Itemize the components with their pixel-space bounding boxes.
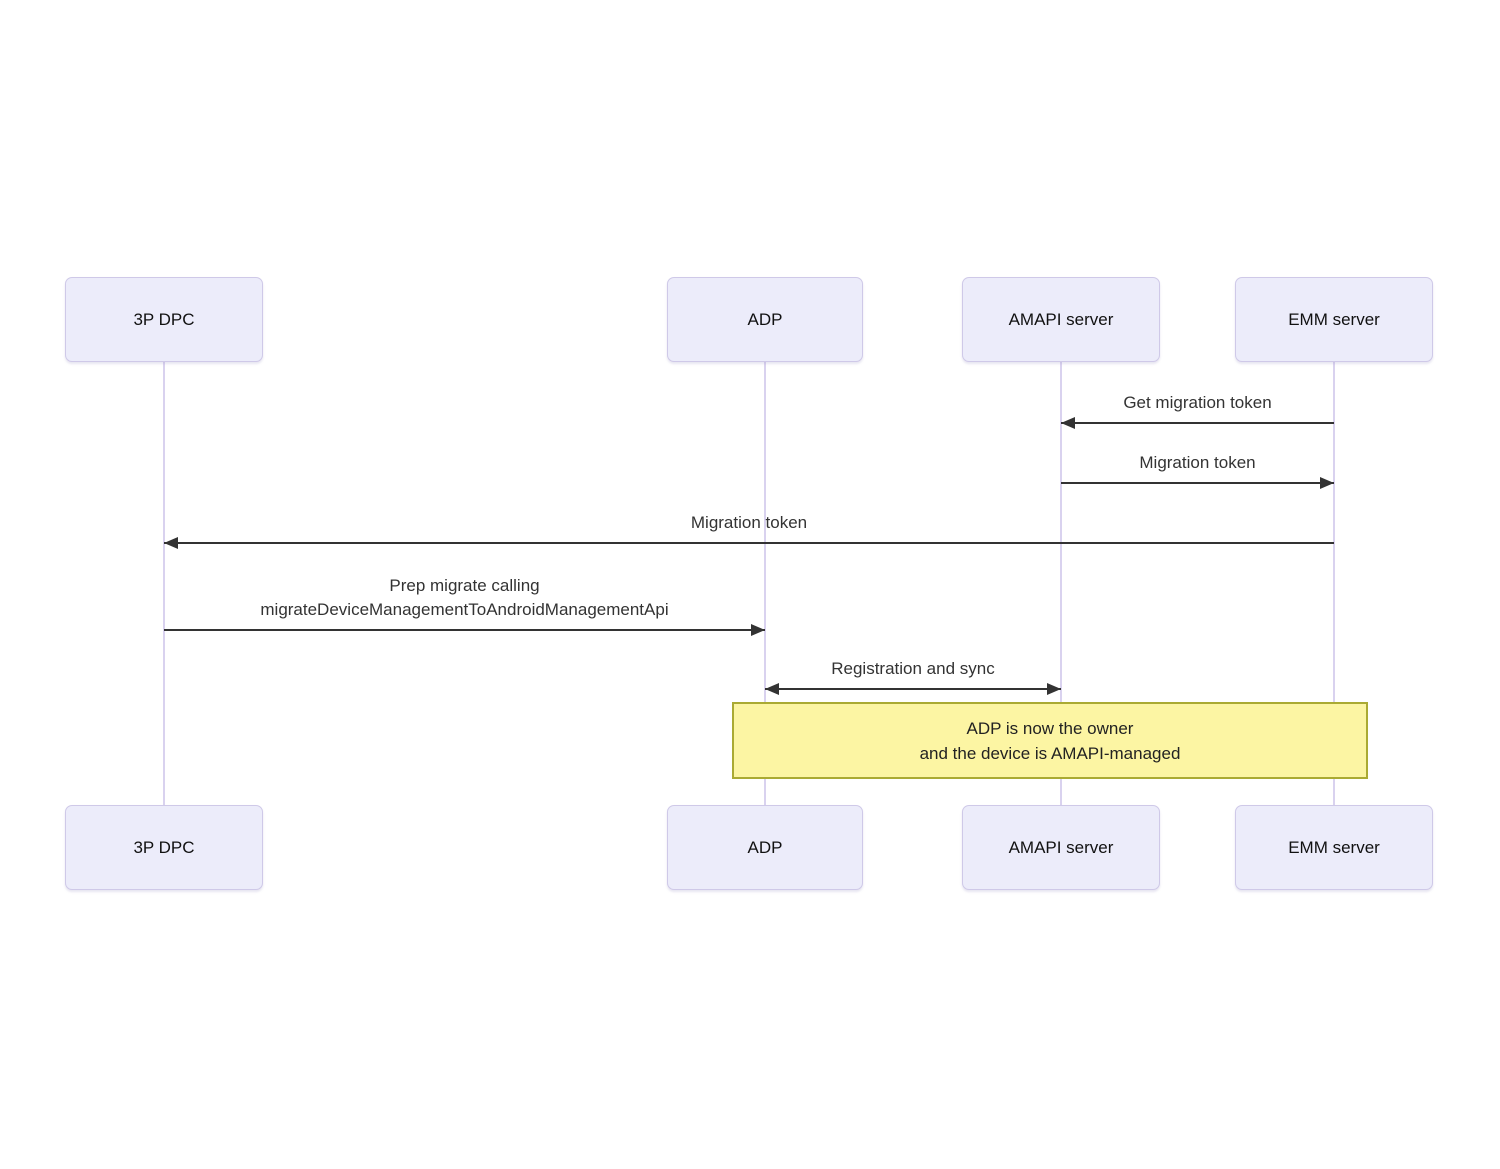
message-label: Migration token: [1139, 453, 1256, 472]
message-migration-token-to-emm: Migration token: [1061, 453, 1334, 489]
note-line-1: ADP is now the owner: [966, 718, 1134, 738]
arrowhead-right-icon: [1047, 683, 1061, 695]
note-line-2: and the device is AMAPI-managed: [919, 743, 1181, 763]
actor-top-amapi-server: AMAPI server: [962, 277, 1160, 362]
lifeline-emm-server: [1333, 362, 1335, 805]
message-label-line-2: migrateDeviceManagementToAndroidManageme…: [260, 600, 669, 619]
actor-top-3p-dpc: 3P DPC: [65, 277, 263, 362]
message-label: Migration token: [690, 513, 808, 532]
actor-bottom-amapi-server: AMAPI server: [962, 805, 1160, 890]
message-label: Prep migrate calling migrateDeviceManage…: [164, 574, 765, 622]
lifeline-amapi-server: [1060, 362, 1062, 805]
actor-label: EMM server: [1288, 309, 1380, 329]
actor-top-adp: ADP: [667, 277, 863, 362]
message-label: Registration and sync: [831, 659, 995, 678]
actor-label: AMAPI server: [1008, 837, 1114, 857]
message-prep-migrate: Prep migrate calling migrateDeviceManage…: [164, 576, 765, 636]
message-registration-and-sync: Registration and sync: [765, 659, 1061, 695]
message-migration-token-to-3p-dpc: Migration token: [164, 513, 1334, 549]
actor-label: AMAPI server: [1008, 309, 1114, 329]
actor-label: 3P DPC: [133, 837, 195, 857]
arrowhead-left-icon: [1061, 417, 1075, 429]
arrowhead-left-icon: [765, 683, 779, 695]
arrowhead-right-icon: [751, 624, 765, 636]
actor-bottom-adp: ADP: [667, 805, 863, 890]
message-label: Get migration token: [1123, 393, 1272, 412]
actor-label: 3P DPC: [133, 309, 195, 329]
actor-bottom-emm-server: EMM server: [1235, 805, 1433, 890]
arrowhead-right-icon: [1320, 477, 1334, 489]
note-adp-owner: ADP is now the owner and the device is A…: [732, 702, 1368, 779]
message-get-migration-token: Get migration token: [1061, 393, 1334, 429]
message-label-line-1: Prep migrate calling: [389, 576, 540, 595]
actor-label: ADP: [747, 837, 783, 857]
actor-label: ADP: [747, 309, 783, 329]
arrowhead-left-icon: [164, 537, 178, 549]
actor-label: EMM server: [1288, 837, 1380, 857]
lifeline-adp: [764, 362, 766, 805]
actor-top-emm-server: EMM server: [1235, 277, 1433, 362]
lifeline-3p-dpc: [163, 362, 165, 805]
actor-bottom-3p-dpc: 3P DPC: [65, 805, 263, 890]
